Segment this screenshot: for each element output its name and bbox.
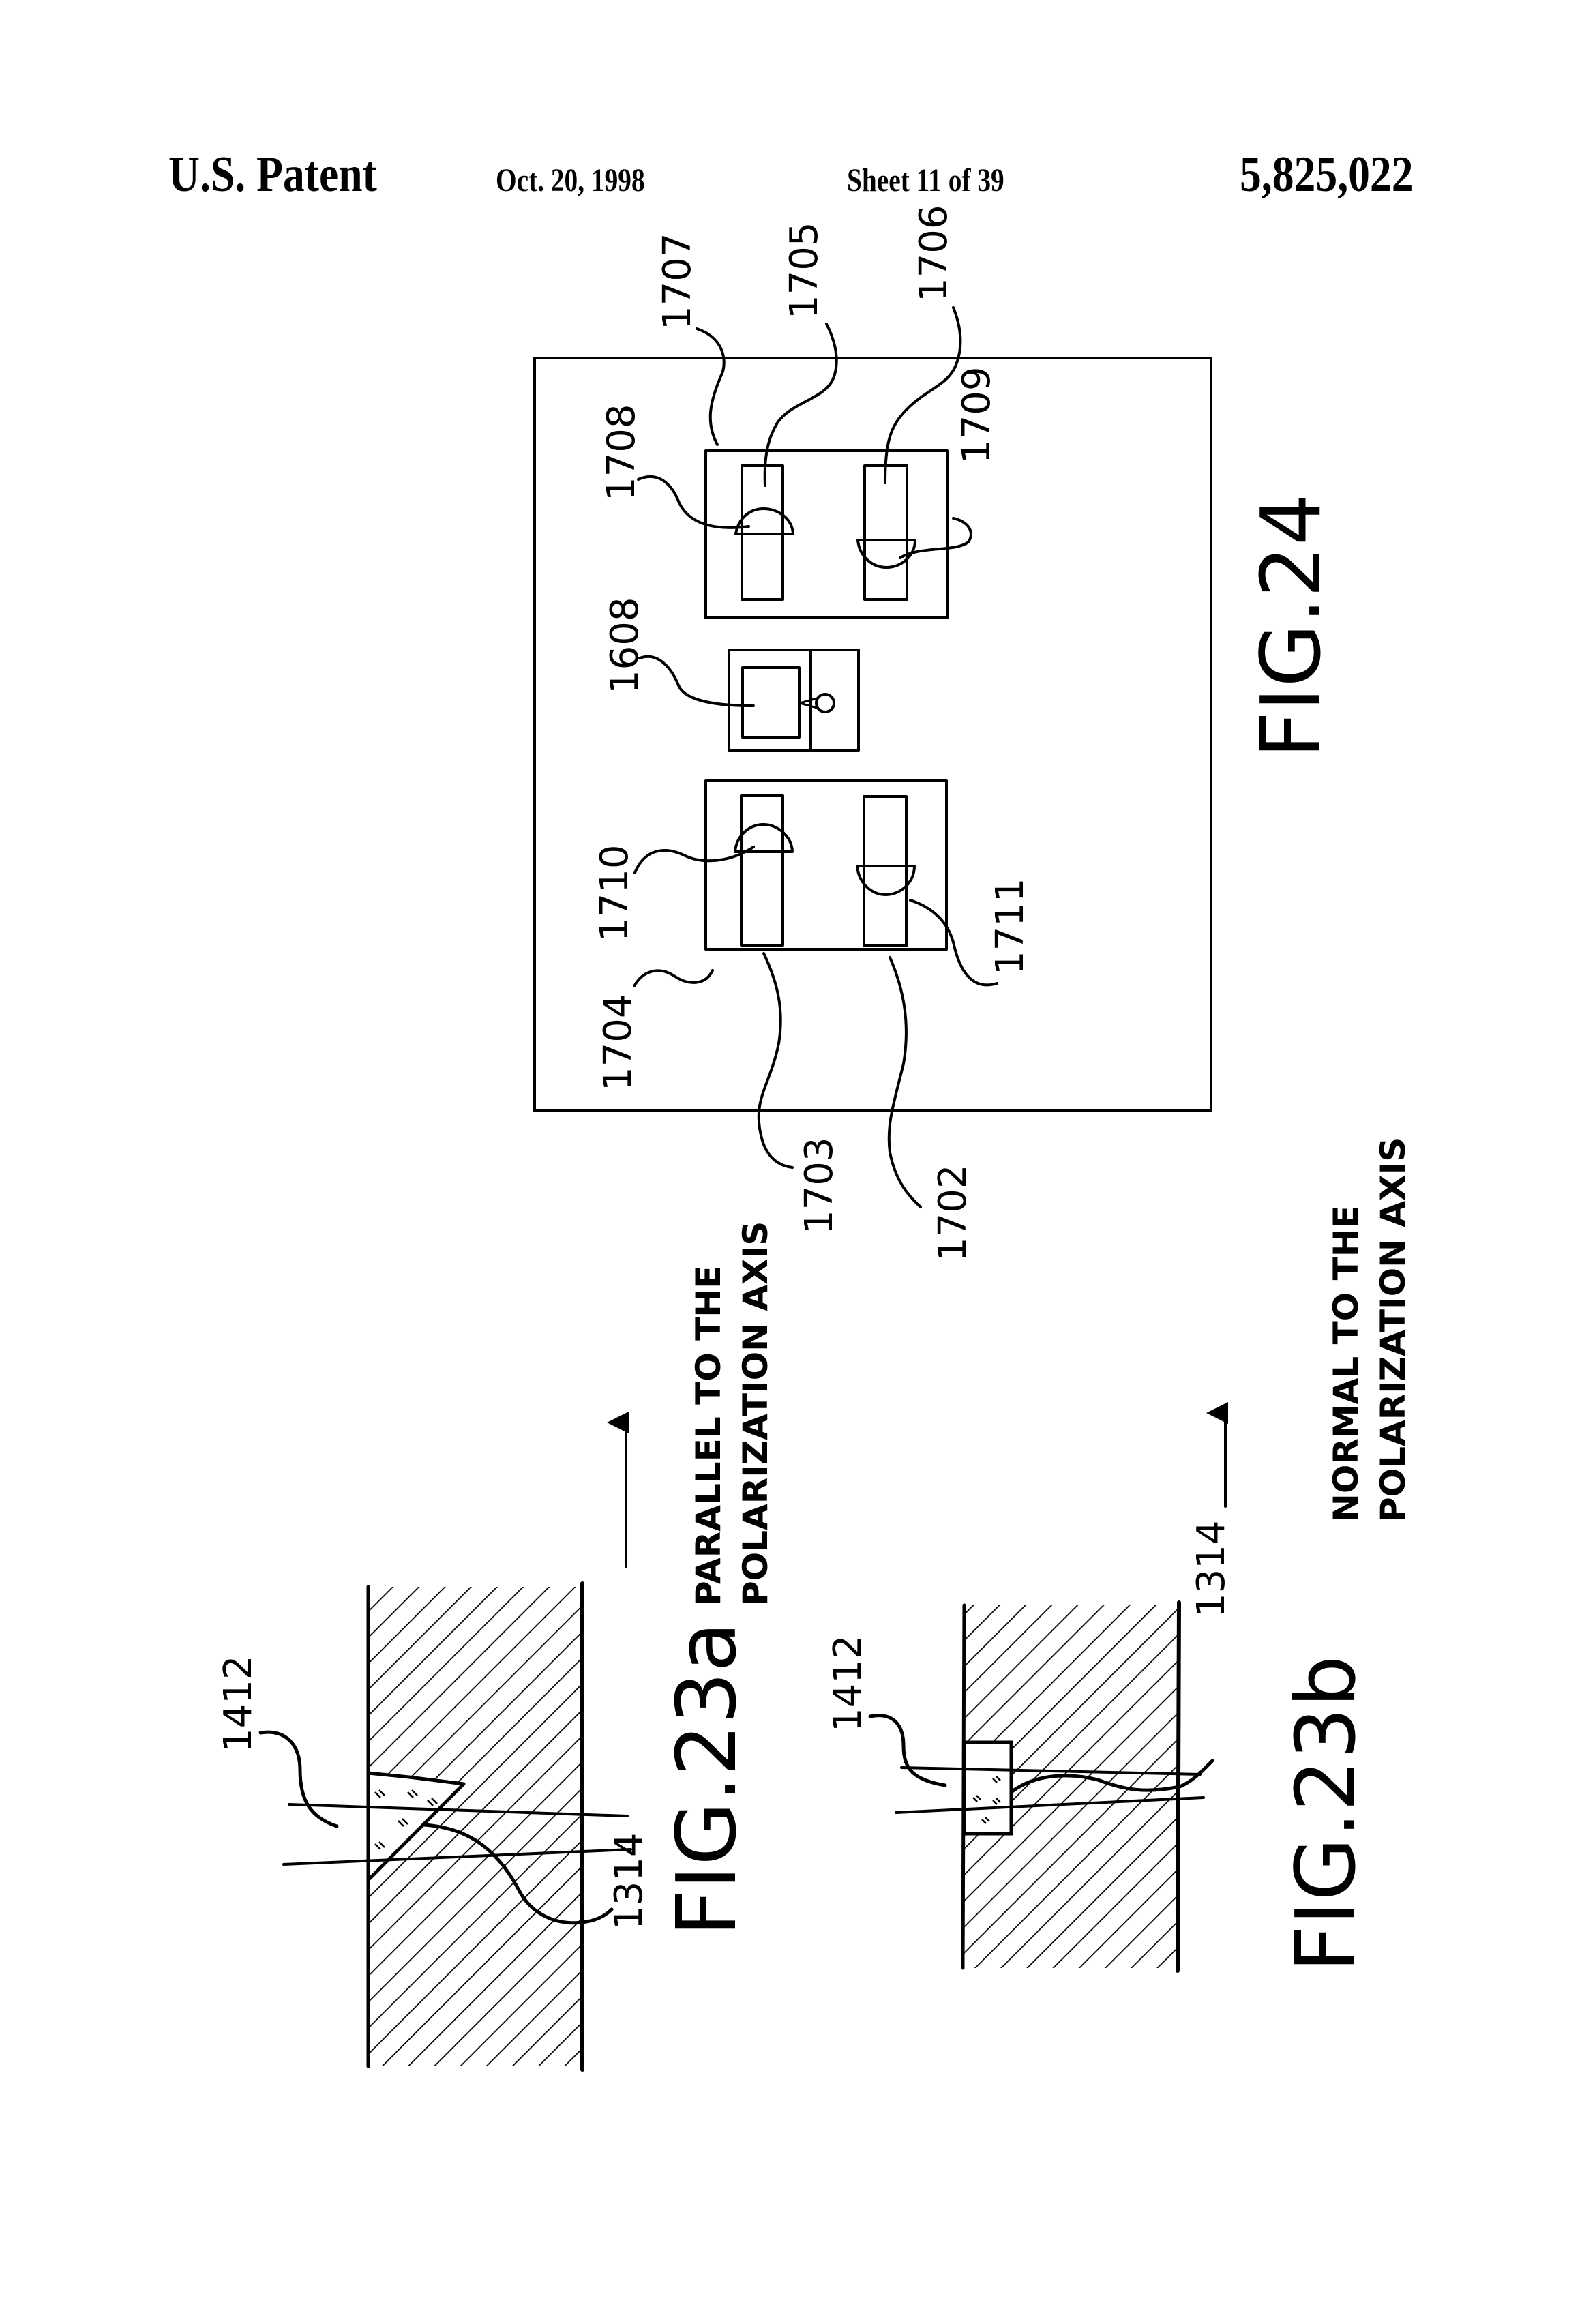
- fig23a-caption-line1: PARALLEL TO THE: [689, 1266, 728, 1606]
- fig23a-caption-line2: POLARIZATION AXIS: [736, 1221, 775, 1606]
- fig23b-caption-line1: NORMAL TO THE: [1326, 1205, 1366, 1522]
- ref-1704: 1704: [596, 994, 640, 1091]
- device-1608: [729, 650, 859, 751]
- figure-23b: 1412 1314 NORMAL TO THE POLARIZATION AXI…: [826, 1137, 1413, 1972]
- fig23b-leader-1412: [870, 1716, 945, 1785]
- fig23a-ref-1412: 1412: [216, 1655, 260, 1753]
- figure-23a: 1412 1314 PARALLEL TO THE POLARIZATION A…: [216, 1221, 775, 2070]
- ref-1702: 1702: [931, 1164, 975, 1262]
- fig23b-ref-1412: 1412: [826, 1635, 870, 1732]
- strip-1703: [741, 796, 783, 945]
- device-1608-fiber: [816, 694, 834, 712]
- ref-1608: 1608: [603, 597, 647, 694]
- fig23a-title: FIG.23a: [660, 1622, 755, 1937]
- lens-1708: [736, 509, 793, 534]
- fig23a-ref-1314: 1314: [607, 1832, 651, 1930]
- ref-1707: 1707: [655, 233, 700, 330]
- fig23b-caption-line2: POLARIZATION AXIS: [1373, 1137, 1413, 1522]
- ref-1708: 1708: [599, 404, 644, 501]
- strip-1702: [864, 796, 906, 946]
- device-1608-taper: [800, 698, 817, 708]
- fig23a-leader-1412: [260, 1732, 337, 1826]
- fig23b-title: FIG.23b: [1279, 1656, 1374, 1972]
- fig24-leader-lines: [634, 308, 997, 1207]
- module-1707: [706, 451, 947, 618]
- ref-1711: 1711: [988, 878, 1032, 975]
- fig23b-ref-1314: 1314: [1189, 1520, 1234, 1618]
- ref-1705: 1705: [782, 222, 826, 319]
- ref-1710: 1710: [593, 844, 637, 942]
- device-1608-frame: [729, 650, 859, 751]
- ref-1709: 1709: [955, 366, 999, 464]
- fig24-title: FIG.24: [1244, 494, 1339, 758]
- strip-1706: [865, 466, 907, 599]
- ref-1703: 1703: [797, 1137, 841, 1234]
- figure-24: 1707 1705 1706 1708 1709 1608 1710 1704 …: [535, 205, 1339, 1262]
- module-1704: [706, 781, 946, 949]
- device-1608-chip: [743, 668, 799, 737]
- fig24-reference-labels: 1707 1705 1706 1708 1709 1608 1710 1704 …: [593, 205, 1032, 1262]
- ref-1706: 1706: [912, 205, 956, 302]
